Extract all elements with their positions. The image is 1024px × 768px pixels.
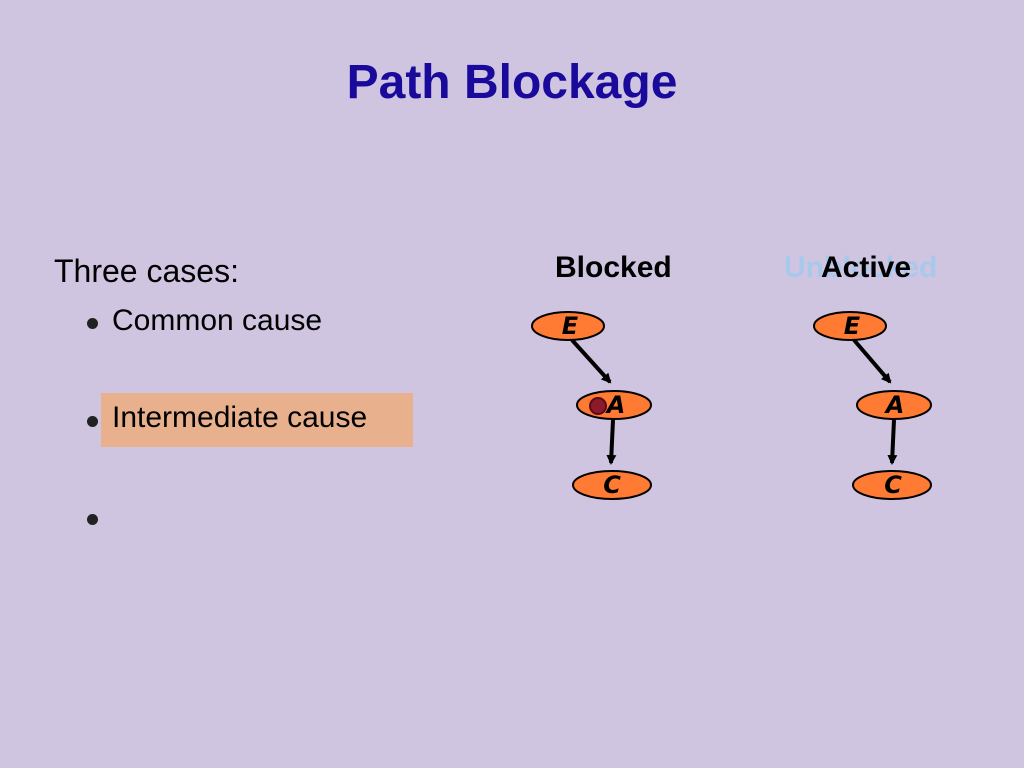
node-c-right <box>852 470 932 500</box>
node-e-right <box>813 311 887 341</box>
node-e-left <box>531 311 605 341</box>
blocked-label: Blocked <box>555 251 672 284</box>
bullet-dot-3 <box>87 514 98 525</box>
bullet-dot-2 <box>87 416 98 427</box>
active-label: Active <box>821 251 912 284</box>
bullet-highlight <box>101 393 413 447</box>
evidence-marker <box>589 397 607 415</box>
node-a-right-label: A <box>884 391 905 419</box>
node-a-right <box>856 390 932 420</box>
node-c-right-label: C <box>884 471 902 499</box>
edge-a-c-left <box>606 419 617 465</box>
edge-e-a-left <box>570 338 612 384</box>
unblocked-ghost-label: Unblocked <box>784 251 938 284</box>
bullet-dot-1 <box>87 318 98 329</box>
bullet-intermediate-cause: Intermediate cause <box>112 401 368 434</box>
blocked-diagram: E A C <box>531 311 652 500</box>
edge-e-a-right <box>852 338 892 384</box>
slide-title: Path Blockage <box>346 56 678 109</box>
intro-text: Three cases: <box>54 253 239 289</box>
node-e-left-label: E <box>562 312 579 340</box>
edge-a-c-right <box>887 419 898 465</box>
bullet-common-cause: Common cause <box>112 304 323 337</box>
node-e-right-label: E <box>844 312 861 340</box>
active-diagram: E A C <box>813 311 932 500</box>
node-c-left-label: C <box>603 471 621 499</box>
node-c-left <box>572 470 652 500</box>
node-a-left-label: A <box>605 391 626 419</box>
